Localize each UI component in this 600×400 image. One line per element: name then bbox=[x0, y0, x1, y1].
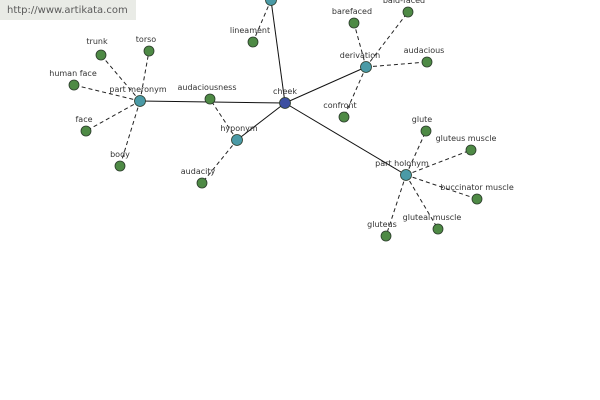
edge-part-holonym-to-gluteus bbox=[385, 174, 407, 237]
label-human-face: human face bbox=[49, 69, 97, 78]
node-gluteal-muscle[interactable] bbox=[432, 223, 444, 235]
label-bald-faced: bald-faced bbox=[383, 0, 425, 5]
label-audaciousness: audaciousness bbox=[177, 83, 236, 92]
node-audacity[interactable] bbox=[196, 177, 208, 189]
node-bald-faced[interactable] bbox=[402, 6, 414, 18]
edge-derivation-to-barefaced bbox=[353, 22, 367, 68]
edge-derivation-to-bald-faced bbox=[365, 11, 409, 68]
edge-part-meronym-to-torso bbox=[139, 50, 150, 102]
node-cheek[interactable] bbox=[279, 97, 291, 109]
node-torso[interactable] bbox=[143, 45, 155, 57]
label-buccinator-muscle: buccinator muscle bbox=[440, 183, 514, 192]
labels-layer: cheek part meronym hyponym derivation part h… bbox=[49, 0, 514, 229]
label-body: body bbox=[110, 150, 130, 159]
node-part-holonym[interactable] bbox=[400, 169, 412, 181]
label-lineament: lineament bbox=[230, 26, 270, 35]
label-part-holonym: part holonym bbox=[375, 159, 429, 168]
label-face: face bbox=[75, 115, 92, 124]
node-lineament[interactable] bbox=[247, 36, 259, 48]
label-audacious: audacious bbox=[404, 46, 445, 55]
edge-part-holonym-to-glute bbox=[405, 130, 427, 176]
edge-hyponym-to-audacity bbox=[201, 139, 238, 184]
label-gluteus: gluteus bbox=[367, 220, 397, 229]
edges-layer bbox=[73, 0, 478, 237]
edge-part-meronym-to-human-face bbox=[73, 84, 141, 102]
node-glute[interactable] bbox=[420, 125, 432, 137]
label-trunk: trunk bbox=[86, 37, 108, 46]
edge-part-holonym-to-buccinator-muscle bbox=[405, 174, 478, 200]
edge-derivation-to-audacious bbox=[365, 61, 428, 68]
node-hyponym[interactable] bbox=[231, 134, 243, 146]
label-audacity: audacity bbox=[181, 167, 216, 176]
label-cheek: cheek bbox=[273, 87, 297, 96]
edge-derivation-to-confront bbox=[343, 66, 367, 118]
node-top-node[interactable] bbox=[265, 0, 277, 6]
edge-part-meronym-to-body bbox=[119, 100, 141, 167]
edge-cheek-to-part-holonym bbox=[284, 102, 407, 176]
edge-part-holonym-to-gluteal-muscle bbox=[405, 174, 439, 230]
edge-top-node-to-lineament bbox=[252, 0, 272, 43]
edge-hyponym-to-audaciousness bbox=[209, 98, 238, 141]
node-buccinator-muscle[interactable] bbox=[471, 193, 483, 205]
node-gluteus-muscle[interactable] bbox=[465, 144, 477, 156]
label-glute: glute bbox=[412, 115, 433, 124]
edge-part-meronym-to-trunk bbox=[100, 54, 141, 102]
label-gluteus-muscle: gluteus muscle bbox=[436, 134, 497, 143]
node-human-face[interactable] bbox=[68, 79, 80, 91]
edge-cheek-to-top-node bbox=[270, 0, 286, 104]
edge-cheek-to-derivation bbox=[284, 66, 367, 104]
node-face[interactable] bbox=[80, 125, 92, 137]
nodes-layer bbox=[68, 0, 483, 242]
label-gluteal-muscle: gluteal muscle bbox=[403, 213, 462, 222]
label-torso: torso bbox=[136, 35, 156, 44]
label-hyponym: hyponym bbox=[220, 124, 258, 133]
watermark-banner: http://www.artikata.com bbox=[0, 0, 136, 20]
node-confront[interactable] bbox=[338, 111, 350, 123]
node-barefaced[interactable] bbox=[348, 17, 360, 29]
node-trunk[interactable] bbox=[95, 49, 107, 61]
node-gluteus[interactable] bbox=[380, 230, 392, 242]
edge-part-meronym-to-face bbox=[85, 100, 141, 132]
edge-part-holonym-to-gluteus-muscle bbox=[405, 149, 472, 176]
node-audaciousness[interactable] bbox=[204, 93, 216, 105]
label-barefaced: barefaced bbox=[332, 7, 372, 16]
watermark-url: http://www.artikata.com bbox=[7, 5, 128, 16]
label-derivation: derivation bbox=[340, 51, 380, 60]
node-part-meronym[interactable] bbox=[134, 95, 146, 107]
label-confront: confront bbox=[323, 101, 356, 110]
node-body[interactable] bbox=[114, 160, 126, 172]
node-audacious[interactable] bbox=[421, 56, 433, 68]
edge-cheek-to-hyponym bbox=[236, 102, 286, 141]
label-part-meronym: part meronym bbox=[109, 85, 166, 94]
node-derivation[interactable] bbox=[360, 61, 372, 73]
